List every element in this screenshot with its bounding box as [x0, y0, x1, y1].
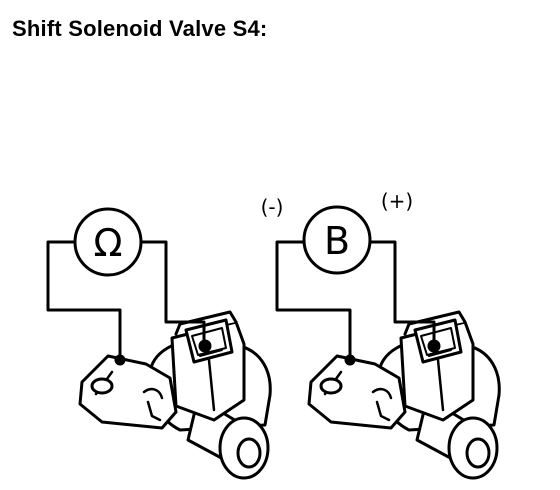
solenoid-valve-right [307, 310, 501, 480]
ohmmeter [73, 207, 143, 277]
battery-symbol: B [324, 219, 350, 263]
polarity-positive-label: (+) [381, 189, 413, 213]
battery-lead-negative [275, 240, 352, 360]
battery-contact-terminal [427, 339, 441, 353]
ohmmeter-test: Ω [46, 207, 272, 480]
ohmmeter-lead-negative [46, 240, 122, 360]
probe-contact-terminal [198, 339, 212, 353]
battery [302, 205, 372, 275]
diagram-title: Shift Solenoid Valve S4: [12, 16, 268, 41]
polarity-negative-label: (-) [261, 195, 284, 219]
solenoid-valve-left [78, 310, 272, 480]
battery-lead-positive [370, 240, 436, 346]
ohm-symbol: Ω [93, 221, 122, 265]
ohmmeter-lead-positive [141, 240, 206, 346]
probe-contact-body [114, 354, 126, 366]
battery-contact-body [344, 354, 356, 366]
battery-test: B (-) (+) [261, 189, 501, 480]
